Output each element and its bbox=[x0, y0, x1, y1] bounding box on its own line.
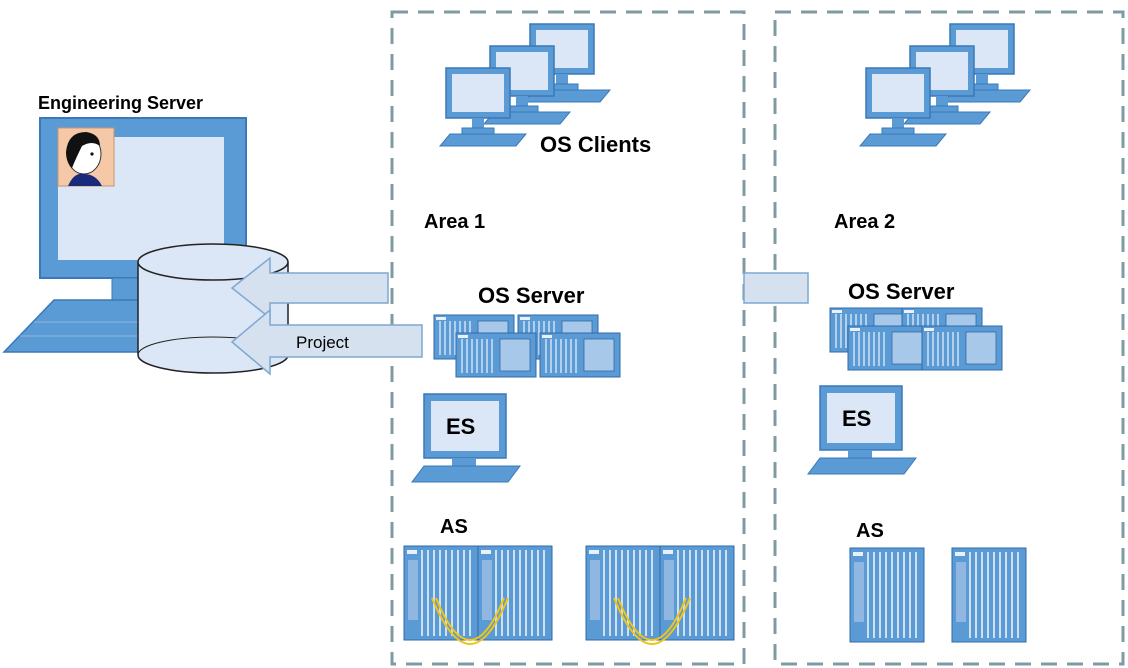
as-area-2-label: AS bbox=[856, 520, 884, 542]
project-label: Project bbox=[296, 333, 349, 352]
as-area-1-cabinets bbox=[403, 545, 735, 641]
es-area-1-computer bbox=[411, 393, 521, 483]
es-area-2-computer bbox=[807, 385, 917, 475]
as-area-1-label: AS bbox=[440, 516, 468, 538]
os-server-area-1-rack bbox=[433, 314, 621, 378]
sync-arrow-top bbox=[230, 256, 389, 320]
os-clients-area-1-icon bbox=[439, 23, 611, 147]
area-2-sync-connector bbox=[743, 272, 809, 304]
area-1-boundary bbox=[390, 10, 746, 666]
engineering-server-label: Engineering Server bbox=[38, 93, 203, 113]
area-1-label: Area 1 bbox=[424, 211, 485, 233]
area-2-label: Area 2 bbox=[834, 211, 895, 233]
os-server-area-1-label: OS Server bbox=[478, 283, 585, 308]
os-clients-label: OS Clients bbox=[540, 132, 651, 157]
project-arrow bbox=[230, 308, 423, 376]
os-server-area-2-label: OS Server bbox=[848, 279, 955, 304]
es-area-1-label: ES bbox=[446, 414, 475, 439]
redundancy-cable-area-1 bbox=[431, 597, 691, 645]
engineer-avatar-icon bbox=[57, 127, 115, 187]
as-area-2-cabinets bbox=[849, 547, 1027, 643]
os-clients-area-2-icon bbox=[859, 23, 1031, 147]
area-2-boundary bbox=[773, 10, 1125, 666]
os-server-area-2-rack bbox=[829, 307, 1003, 371]
es-area-2-label: ES bbox=[842, 406, 871, 431]
